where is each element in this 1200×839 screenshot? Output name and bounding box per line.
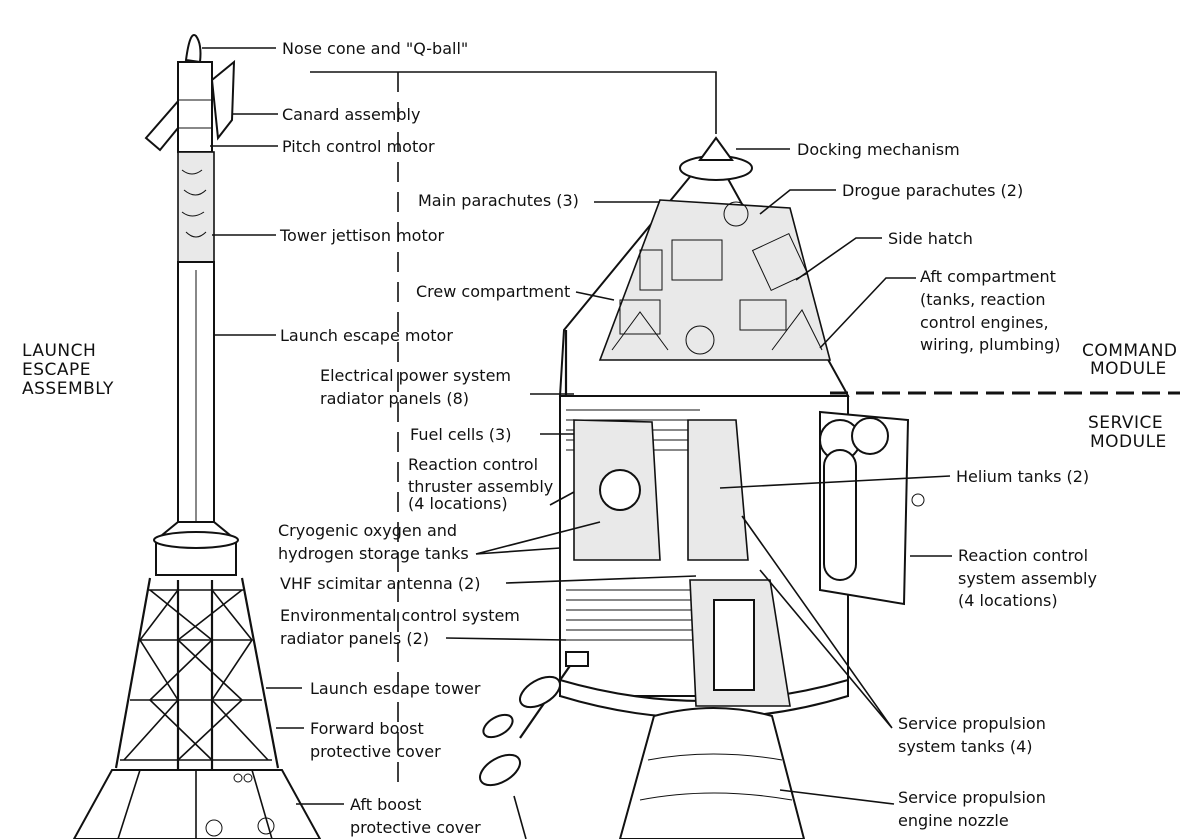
label-aft-compartment-1: Aft compartment — [920, 267, 1056, 286]
label-canard: Canard assembly — [282, 105, 420, 124]
label-tower-jettison: Tower jettison motor — [279, 226, 445, 245]
label-launch-escape-motor: Launch escape motor — [280, 326, 453, 345]
label-cryo-2: hydrogen storage tanks — [278, 544, 469, 563]
label-nose-cone: Nose cone and "Q-ball" — [282, 39, 468, 58]
label-rcs-thruster-3: (4 locations) — [408, 494, 508, 513]
label-pitch-motor: Pitch control motor — [282, 137, 435, 156]
vhf-antenna-drawing — [479, 651, 589, 787]
label-sps-tanks-2: system tanks (4) — [898, 737, 1033, 756]
leader-lines — [202, 47, 952, 839]
service-module-label-2: MODULE — [1090, 432, 1167, 452]
label-rcs-thruster-1: Reaction control — [408, 455, 538, 474]
service-module-drawing — [559, 395, 925, 719]
label-main-chutes: Main parachutes (3) — [418, 191, 579, 210]
label-helium: Helium tanks (2) — [956, 467, 1089, 486]
label-rcs-system-3: (4 locations) — [958, 591, 1058, 610]
command-module-drawing — [558, 136, 850, 397]
label-rcs-thruster-2: thruster assembly — [408, 477, 553, 496]
launch-escape-label-2: ESCAPE — [22, 360, 91, 380]
launch-escape-label-1: LAUNCH — [22, 341, 96, 361]
label-aft-compartment-4: wiring, plumbing) — [920, 335, 1061, 354]
label-forward-cover-2: protective cover — [310, 742, 441, 761]
label-rcs-system-2: system assembly — [958, 569, 1097, 588]
launch-escape-label-3: ASSEMBLY — [22, 379, 114, 399]
label-fuel-cells: Fuel cells (3) — [410, 425, 511, 444]
label-crew: Crew compartment — [416, 282, 570, 301]
launch-escape-assembly-drawing — [72, 34, 322, 839]
label-sps-nozzle-2: engine nozzle — [898, 811, 1009, 830]
label-sps-nozzle-1: Service propulsion — [898, 788, 1046, 807]
sps-engine-nozzle-drawing — [618, 707, 806, 839]
label-side-hatch: Side hatch — [888, 229, 973, 248]
label-aft-cover-1: Aft boost — [350, 795, 421, 814]
label-eps-radiator-2: radiator panels (8) — [320, 389, 469, 408]
label-docking: Docking mechanism — [797, 140, 960, 159]
label-forward-cover-1: Forward boost — [310, 719, 424, 738]
label-aft-compartment-3: control engines, — [920, 313, 1049, 332]
label-launch-escape-tower: Launch escape tower — [310, 679, 481, 698]
label-eps-radiator-1: Electrical power system — [320, 366, 511, 385]
service-module-label-1: SERVICE — [1088, 413, 1163, 433]
label-ecs-radiator-2: radiator panels (2) — [280, 629, 429, 648]
label-cryo-1: Cryogenic oxygen and — [278, 521, 457, 540]
label-vhf: VHF scimitar antenna (2) — [280, 574, 481, 593]
command-module-label-2: MODULE — [1090, 359, 1167, 379]
label-sps-tanks-1: Service propulsion — [898, 714, 1046, 733]
label-rcs-system-1: Reaction control — [958, 546, 1088, 565]
label-ecs-radiator-1: Environmental control system — [280, 606, 520, 625]
label-drogue: Drogue parachutes (2) — [842, 181, 1023, 200]
command-module-label-1: COMMAND — [1082, 341, 1178, 361]
label-aft-compartment-2: (tanks, reaction — [920, 290, 1046, 309]
label-aft-cover-2: protective cover — [350, 818, 481, 837]
